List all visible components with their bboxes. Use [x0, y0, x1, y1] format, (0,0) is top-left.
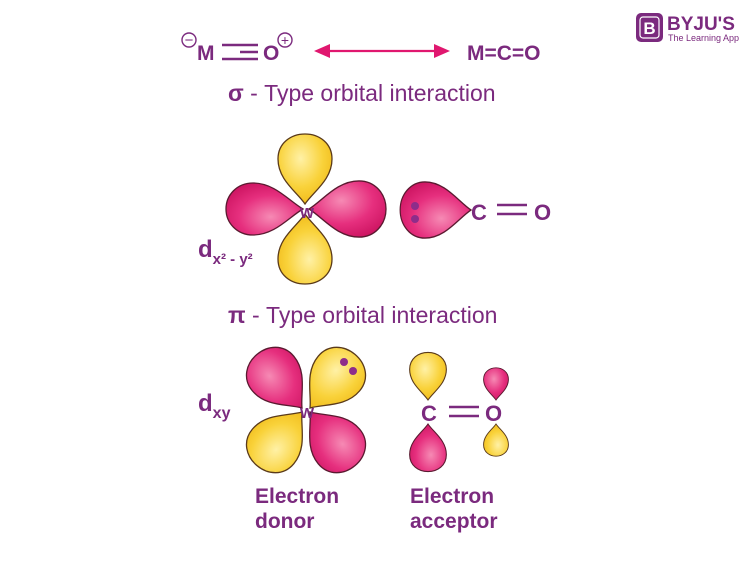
sigma-heading: σ - Type orbital interaction	[228, 80, 496, 107]
electron-dot	[411, 215, 419, 223]
electron-dot	[411, 202, 419, 210]
donor-line-1: Electron	[255, 485, 340, 508]
oxygen-charge-ring	[277, 32, 293, 48]
oxygen-charge-symbol: +	[281, 32, 289, 48]
electron-dot	[340, 358, 348, 366]
sigma-co-carbon: C	[471, 200, 487, 225]
pi-heading-text: - Type orbital interaction	[245, 302, 498, 328]
pi-heading: π - Type orbital interaction	[228, 302, 497, 329]
pi-co-double-bond	[449, 405, 479, 418]
co-pi-star-oxygen-top	[483, 367, 509, 401]
sigma-heading-text: - Type orbital interaction	[243, 80, 496, 106]
co-lone-pair-lobe	[399, 181, 472, 239]
metal-charge-ring	[181, 32, 197, 48]
metal-charge-symbol: −	[185, 32, 194, 49]
sigma-co-oxygen: O	[534, 200, 551, 225]
pi-symbol: π	[228, 302, 246, 328]
sigma-co-double-bond	[497, 203, 527, 216]
resonance-left-oxygen: O	[263, 42, 279, 65]
brand-logo-letter: B	[643, 19, 655, 38]
electron-dot	[349, 367, 357, 375]
pi-orbital-label: dxy	[198, 390, 231, 422]
co-pi-star-oxygen-bottom	[483, 423, 509, 457]
brand-tagline: The Learning App	[668, 33, 739, 43]
acceptor-line-1: Electron	[410, 485, 495, 508]
co-pi-star-carbon-top	[409, 351, 447, 401]
brand-logo: B BYJU'S The Learning App	[635, 11, 745, 45]
resonance-left-metal: M	[197, 42, 215, 65]
brand-badge-icon: B BYJU'S The Learning App	[636, 13, 739, 43]
pi-co-carbon: C	[421, 401, 437, 426]
sigma-lobe-right	[308, 180, 387, 238]
resonance-structures: − M O + M=C=O	[181, 32, 541, 65]
sigma-section: W C O dx² - y²	[198, 133, 551, 285]
sigma-orbital-label: dx² - y²	[198, 236, 253, 268]
pi-co-oxygen: O	[485, 401, 502, 426]
donor-line-2: donor	[255, 510, 315, 533]
acceptor-caption: Electron acceptor	[410, 484, 498, 534]
co-pi-star-carbon-bottom	[409, 423, 447, 473]
sigma-lobe-bottom	[277, 213, 333, 285]
triple-bond	[222, 43, 258, 61]
sigma-lobe-left	[225, 182, 304, 236]
brand-name: BYJU'S	[667, 14, 735, 35]
pi-section: W C O dxy	[198, 336, 509, 484]
acceptor-line-2: acceptor	[410, 510, 498, 533]
resonance-double-arrow	[314, 44, 450, 58]
sigma-lobe-top	[277, 133, 333, 205]
resonance-right: M=C=O	[467, 42, 541, 65]
pi-metal-label: W	[300, 405, 315, 422]
sigma-symbol: σ	[228, 80, 244, 106]
sigma-metal-label: W	[300, 205, 315, 222]
donor-caption: Electron donor	[255, 484, 339, 534]
